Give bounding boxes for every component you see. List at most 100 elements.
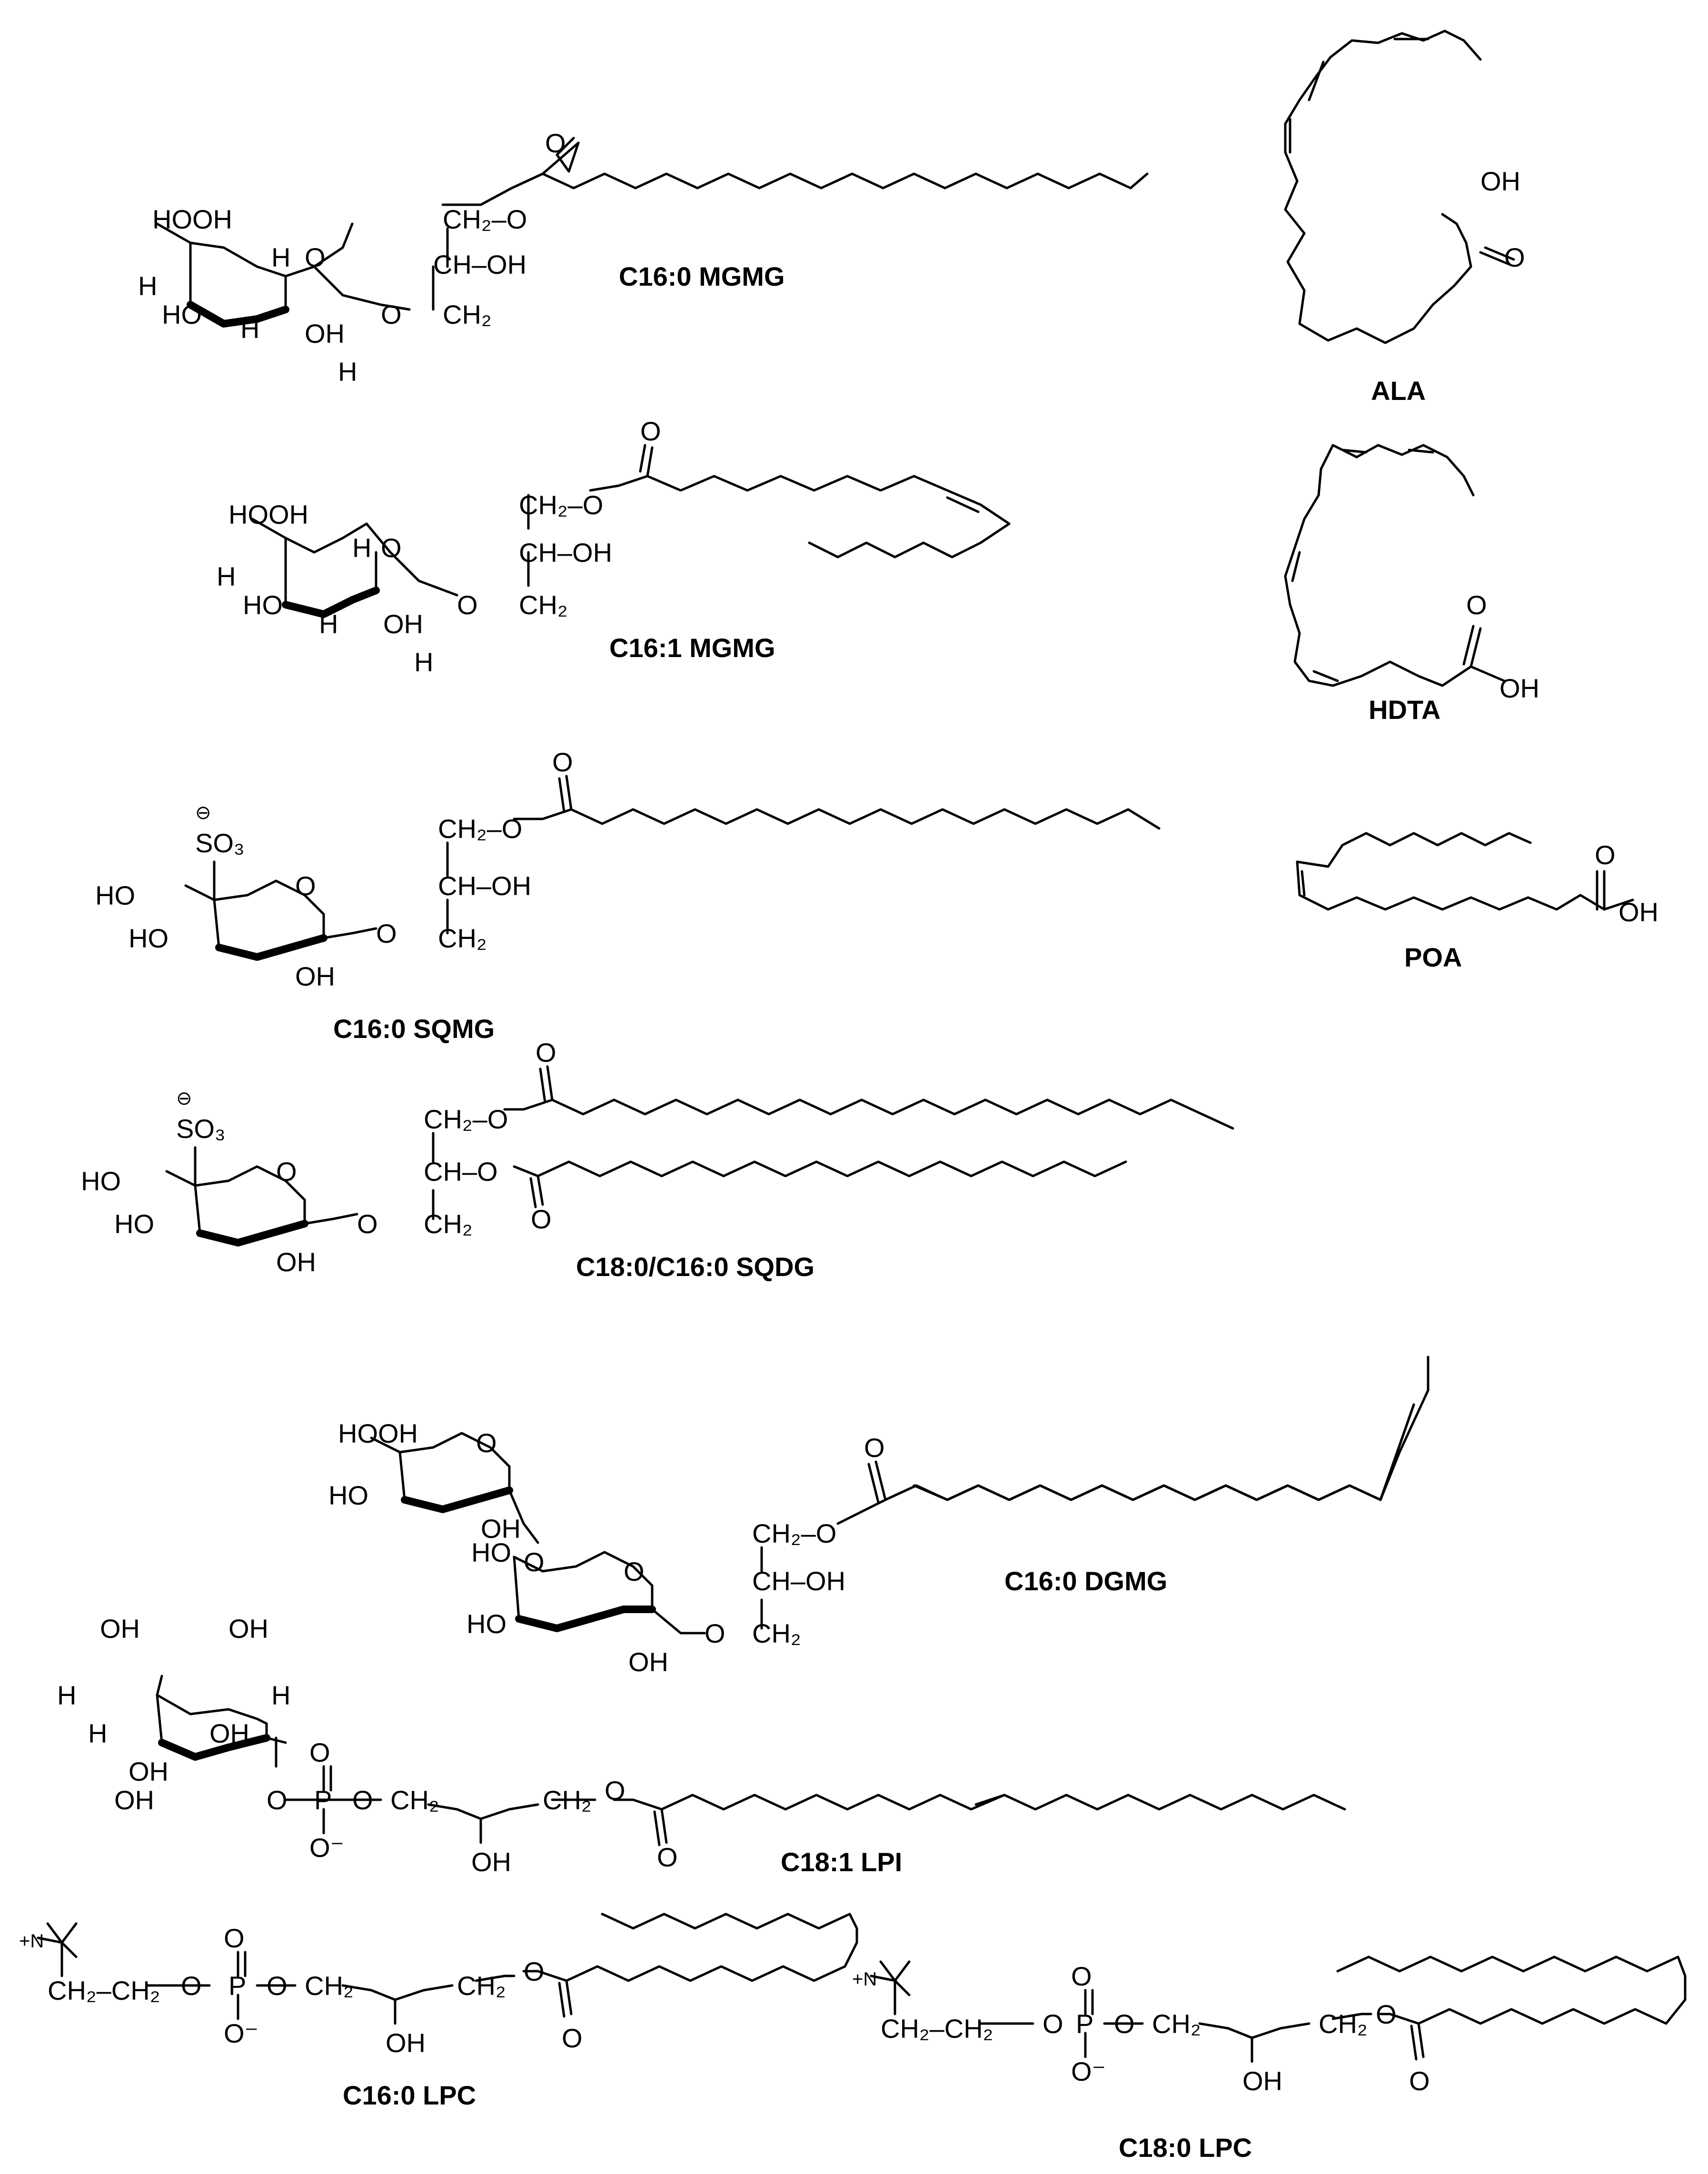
atom-label: OH: [1499, 673, 1539, 703]
atom-label: CH₂: [305, 1971, 354, 2001]
compound-label: C16:0 DGMG: [1004, 1566, 1167, 1596]
atom-label: HO: [467, 1609, 506, 1639]
atom-label: OH: [1480, 166, 1520, 196]
atom-label: HO: [243, 590, 283, 620]
atom-label: +N: [19, 1931, 44, 1952]
atom-label: O: [605, 1775, 626, 1805]
atom-label: O⁻: [224, 2018, 258, 2048]
atom-label: OH: [276, 1247, 316, 1277]
atom-label: O: [295, 871, 316, 901]
atom-label: O: [552, 747, 573, 777]
atom-label: O: [276, 1157, 297, 1187]
atom-label: OH: [305, 319, 345, 349]
atom-label: SO₃: [176, 1114, 226, 1144]
atom-label: H: [217, 561, 236, 591]
atom-label: OH: [481, 1514, 521, 1544]
structure-c16-0-mgmg: HOOH H HO H H O OH H O CH₂ CH–OH CH₂–O O…: [138, 128, 1149, 387]
structure-sqdg: ⊖ SO₃ HO HO O OH O CH₂ CH–O CH₂–O O O C1…: [81, 1037, 1234, 1282]
atom-label: HOOH: [152, 204, 232, 234]
compound-label: C16:1 MGMG: [609, 633, 775, 663]
atom-label: O: [705, 1618, 725, 1648]
atom-label: OH: [1619, 897, 1658, 927]
structure-ala: OH O ALA: [1284, 30, 1525, 406]
atom-label: O: [181, 1971, 202, 2001]
atom-label: CH–O: [424, 1157, 498, 1187]
atom-label: OH: [471, 1847, 511, 1877]
compound-label: C18:0/C16:0 SQDG: [576, 1252, 814, 1282]
atom-label: O: [531, 1204, 552, 1234]
atom-label: O: [1409, 2066, 1430, 2096]
atom-label: P: [1076, 2009, 1093, 2039]
atom-label: O: [309, 1737, 330, 1767]
atom-label: O: [267, 1971, 288, 2001]
atom-label: O: [1376, 1999, 1397, 2029]
atom-label: OH: [114, 1785, 154, 1815]
atom-label: CH₂: [438, 923, 487, 953]
atom-label: H: [414, 647, 433, 677]
atom-label: CH₂–O: [519, 490, 603, 520]
atom-label: CH₂: [1152, 2009, 1201, 2039]
atom-label: H: [138, 271, 157, 301]
compound-label: C16:0 SQMG: [333, 1014, 495, 1044]
compound-label: C18:1 LPI: [781, 1847, 902, 1877]
compound-label: ALA: [1371, 376, 1426, 406]
compound-label: C16:0 LPC: [343, 2080, 476, 2110]
atom-label: HO: [471, 1537, 511, 1567]
atom-label: HOOH: [228, 499, 308, 529]
atom-label: P: [228, 1971, 246, 2001]
atom-label: O: [864, 1433, 885, 1463]
atom-label: H: [271, 1680, 290, 1710]
atom-label: O: [381, 299, 402, 329]
atom-label: O: [224, 1923, 245, 1953]
atom-label: O: [1504, 242, 1525, 272]
atom-label: H: [240, 314, 259, 344]
atom-label: OH: [228, 1614, 268, 1644]
atom-label: CH₂: [519, 590, 568, 620]
atom-label: O: [357, 1209, 378, 1239]
atom-label: O: [1595, 840, 1616, 870]
structure-poa: O OH POA: [1296, 832, 1658, 972]
structure-hdta: O OH HDTA: [1284, 444, 1539, 725]
atom-label: OH: [1242, 2066, 1282, 2096]
atom-label: O⁻: [309, 1833, 344, 1863]
atom-label: CH₂–O: [443, 204, 527, 234]
structure-c18-1-lpi: OH OH H H OH OH OH H O O P O⁻ O CH₂ OH C…: [57, 1614, 1346, 1877]
structure-c16-1-mgmg: HOOH H HO H H O OH H O CH₂ CH–OH CH₂–O O…: [217, 416, 1011, 677]
atom-label: HOOH: [338, 1418, 418, 1448]
atom-label: OH: [295, 961, 335, 991]
compound-label: POA: [1404, 942, 1462, 972]
atom-label: CH–OH: [438, 871, 531, 901]
structure-c18-0-lpc: +N CH₂–CH₂ O O P O⁻ O CH₂ OH CH₂ O O C18…: [852, 1955, 1687, 2163]
atom-label: O: [1043, 2009, 1063, 2039]
atom-label: O⁻: [1071, 2056, 1106, 2086]
atom-label: OH: [628, 1647, 668, 1677]
atom-label: O: [524, 1547, 545, 1577]
atom-label: CH₂–O: [752, 1518, 836, 1548]
atom-label: +N: [852, 1969, 877, 1990]
atom-label: CH₂: [443, 299, 492, 329]
atom-label: P: [314, 1785, 332, 1815]
atom-label: HO: [81, 1166, 121, 1196]
atom-label: O: [376, 918, 397, 948]
atom-label: O: [476, 1428, 497, 1458]
atom-label: O: [640, 416, 661, 446]
atom-label: O: [562, 2023, 583, 2053]
atom-label: OH: [129, 1756, 169, 1786]
atom-label: ⊖: [176, 1088, 192, 1109]
atom-label: CH₂–O: [438, 814, 522, 844]
atom-label: O: [545, 128, 566, 158]
atom-label: CH₂: [457, 1971, 506, 2001]
compound-label: HDTA: [1369, 695, 1440, 725]
atom-label: O: [305, 242, 326, 272]
atom-label: HO: [162, 299, 202, 329]
atom-label: CH₂: [390, 1785, 439, 1815]
atom-label: HO: [95, 880, 135, 910]
compound-label: C16:0 MGMG: [619, 261, 785, 291]
atom-label: OH: [386, 2028, 426, 2058]
structure-c16-0-sqmg: ⊖ SO₃ HO HO O OH O CH₂ CH–OH CH₂–O O C16…: [95, 747, 1161, 1044]
atom-label: H: [57, 1680, 76, 1710]
atom-label: CH₂: [543, 1785, 592, 1815]
atom-label: HO: [129, 923, 169, 953]
atom-label: O: [657, 1842, 678, 1872]
atom-label: O: [1466, 590, 1487, 620]
